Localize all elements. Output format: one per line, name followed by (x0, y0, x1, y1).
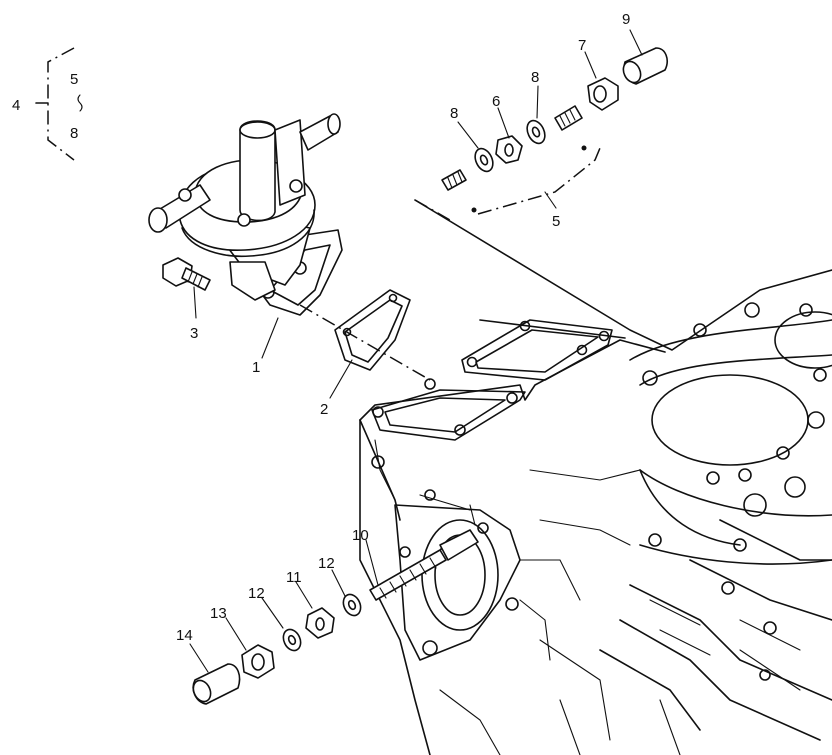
lower-stud-kit (192, 529, 479, 705)
callout-10: 10 (352, 527, 369, 544)
callout-6: 6 (492, 93, 500, 110)
callout-12-right: 12 (318, 555, 335, 572)
gasket (334, 289, 411, 371)
callout-5-legend: 5 (70, 71, 78, 88)
callout-9: 9 (622, 11, 630, 28)
callout-1: 1 (252, 359, 260, 376)
callout-13: 13 (210, 605, 227, 622)
callout-14: 14 (176, 627, 193, 644)
leader-lines (189, 29, 643, 673)
callout-11: 11 (286, 569, 302, 586)
callout-4: 4 (12, 97, 20, 114)
legend-bracket (35, 47, 83, 161)
callout-8-legend: 8 (70, 125, 78, 142)
bolt (162, 257, 211, 291)
callout-2: 2 (320, 401, 328, 418)
callout-12-left: 12 (248, 585, 265, 602)
callout-5-kit: 5 (552, 213, 560, 230)
callout-3: 3 (190, 325, 198, 342)
engine-block (359, 199, 832, 755)
callout-8-upper-right: 8 (531, 69, 539, 86)
callout-7: 7 (578, 37, 586, 54)
fuel-pump-assembly (148, 113, 343, 316)
upper-stud-kit (414, 47, 668, 221)
callout-8-upper-left: 8 (450, 105, 458, 122)
